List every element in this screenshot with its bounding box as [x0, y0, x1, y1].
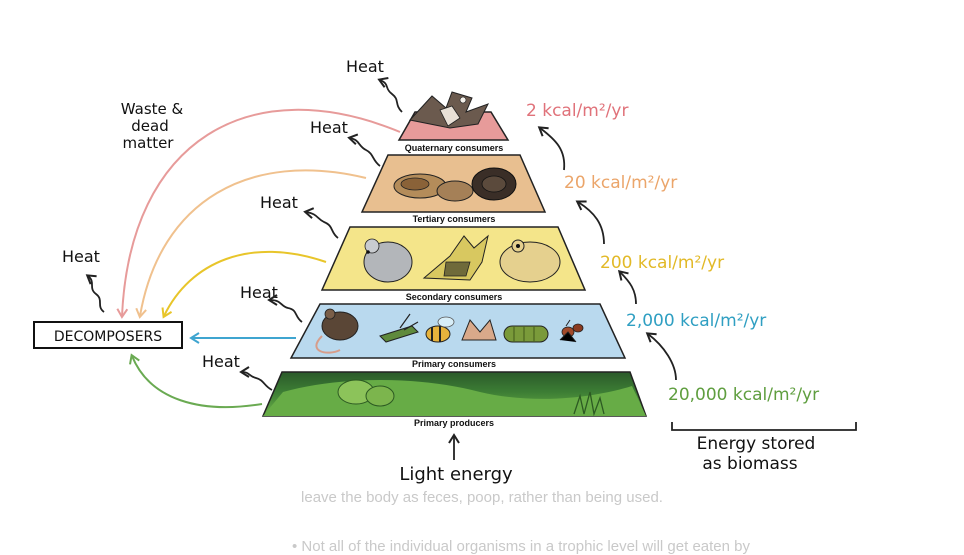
- ant-icon: [559, 319, 584, 343]
- energy-tertiary: 20 kcal/m²/yr: [564, 173, 677, 193]
- tier-primary-producers: [261, 371, 648, 417]
- snake-icon: [393, 167, 517, 202]
- background-paragraph-line: leave the body as feces, poop, rather th…: [301, 489, 663, 506]
- tier-primary-consumers: [289, 303, 627, 359]
- heat-label-decomposers: Heat: [62, 247, 100, 266]
- tier-tertiary: [360, 154, 547, 213]
- heat-squiggle-tertiary: [347, 133, 381, 167]
- heat-label-quaternary: Heat: [346, 57, 384, 76]
- caterpillar-icon: [503, 325, 549, 343]
- toad-icon: [499, 239, 561, 283]
- energy-primary-producers: 20,000 kcal/m²/yr: [668, 385, 819, 405]
- hawk-icon: [409, 91, 490, 129]
- bird-icon: [422, 234, 489, 281]
- biomass-bracket: [671, 422, 857, 431]
- tier-label-primary-producers: Primary producers: [414, 418, 494, 428]
- heat-squiggle-producers: [239, 366, 273, 391]
- tier-label-secondary: Secondary consumers: [406, 292, 503, 302]
- heat-label-producers: Heat: [202, 352, 240, 371]
- energy-secondary: 200 kcal/m²/yr: [600, 253, 724, 273]
- biomass-label-line-2: as biomass: [702, 454, 797, 474]
- waste-arrow-secondary: [161, 250, 327, 319]
- moth-icon: [461, 318, 497, 341]
- biomass-label-line-1: Energy stored: [697, 434, 816, 454]
- grass-tuft-icon: [573, 391, 605, 417]
- heat-squiggle-quaternary: [377, 76, 403, 113]
- waste-label-line-2: dead: [131, 117, 168, 135]
- rodent-icon: [363, 238, 413, 283]
- tier-quaternary: [397, 91, 510, 141]
- tier-label-quaternary: Quaternary consumers: [405, 143, 504, 153]
- energy-arrow-3: [617, 269, 637, 305]
- waste-arrow-quaternary: [116, 108, 401, 319]
- waste-label-line-1: Waste &: [121, 100, 184, 118]
- heat-label-secondary: Heat: [260, 193, 298, 212]
- mouse-icon: [315, 308, 359, 354]
- heat-label-primary-consumers: Heat: [240, 283, 278, 302]
- tier-label-tertiary: Tertiary consumers: [413, 214, 496, 224]
- bush-icon: [337, 379, 395, 407]
- heat-squiggle-decomposers: [85, 274, 105, 313]
- bee-icon: [425, 316, 455, 343]
- tier-secondary: [320, 226, 587, 291]
- heat-label-tertiary: Heat: [310, 118, 348, 137]
- waste-arrow-tertiary: [135, 169, 367, 319]
- grasshopper-icon: [379, 313, 419, 343]
- energy-arrow-1: [537, 126, 566, 171]
- energy-quaternary: 2 kcal/m²/yr: [526, 101, 628, 121]
- decomposers-label: DECOMPOSERS: [54, 329, 162, 345]
- energy-arrow-4: [645, 332, 677, 381]
- light-energy-label: Light energy: [399, 464, 513, 485]
- decomposers-box: DECOMPOSERS: [33, 321, 183, 349]
- heat-squiggle-primary-consumers: [267, 294, 303, 323]
- energy-primary-consumers: 2,000 kcal/m²/yr: [626, 311, 766, 331]
- waste-label-line-3: matter: [123, 134, 175, 152]
- tier-label-primary-consumers: Primary consumers: [412, 359, 496, 369]
- heat-squiggle-secondary: [303, 207, 339, 239]
- waste-arrow-producers: [129, 353, 263, 409]
- energy-arrow-2: [575, 200, 605, 245]
